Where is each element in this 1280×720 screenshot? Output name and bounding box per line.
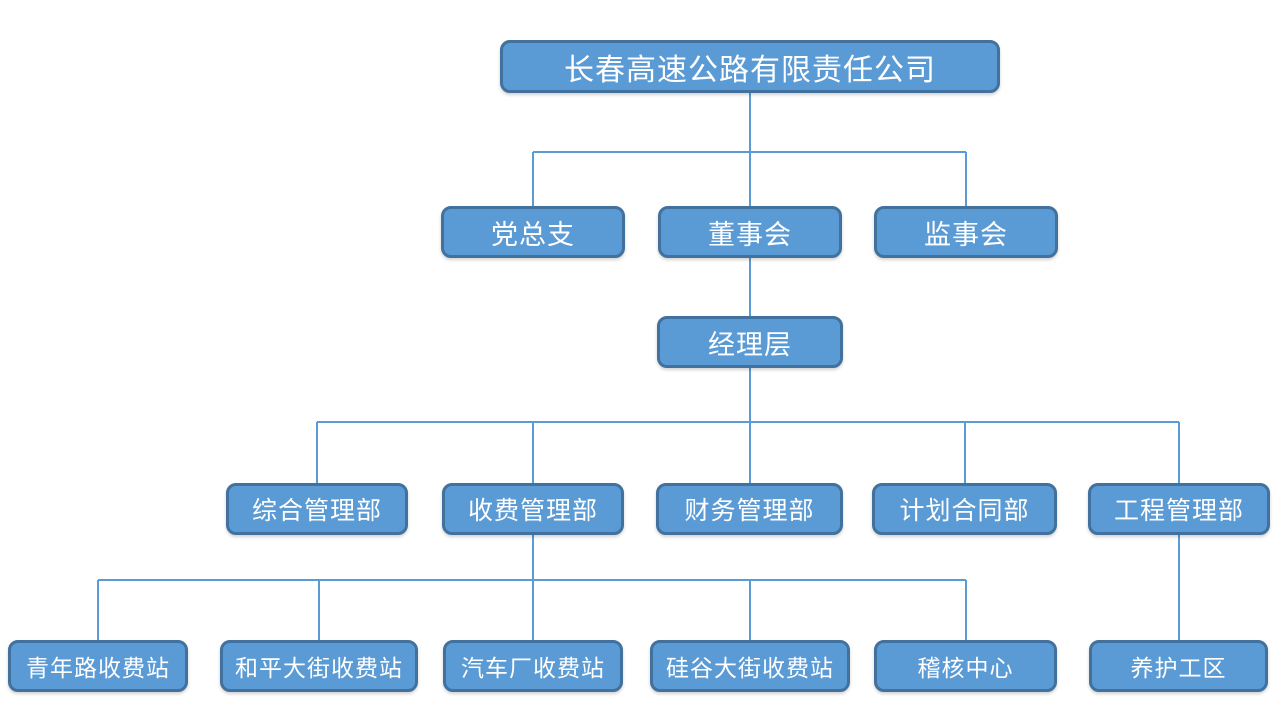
org-node-planning-contract-dept: 计划合同部 (872, 483, 1057, 535)
org-node-qingnianlu-toll-station: 青年路收费站 (8, 640, 188, 692)
org-node-maintenance-work-area: 养护工区 (1089, 640, 1268, 692)
org-node-supervisory-board: 监事会 (874, 206, 1058, 258)
org-node-general-management-dept: 综合管理部 (226, 483, 408, 535)
org-node-engineering-management-dept: 工程管理部 (1088, 483, 1270, 535)
connector-root-to-level2 (532, 93, 967, 206)
org-node-toll-management-dept: 收费管理部 (442, 483, 624, 535)
connector-toll-to-stations (97, 535, 967, 640)
org-node-board-of-directors: 董事会 (658, 206, 842, 258)
org-node-qichechang-toll-station: 汽车厂收费站 (443, 640, 623, 692)
org-node-company: 长春高速公路有限责任公司 (500, 40, 1000, 93)
org-node-finance-management-dept: 财务管理部 (656, 483, 843, 535)
org-node-hepingdajie-toll-station: 和平大街收费站 (220, 640, 418, 692)
org-node-audit-center: 稽核中心 (874, 640, 1057, 692)
org-node-management-level: 经理层 (657, 316, 843, 368)
connector-management-to-departments (316, 368, 1180, 483)
org-node-guigudajie-toll-station: 硅谷大街收费站 (650, 640, 850, 692)
org-node-party-branch: 党总支 (441, 206, 625, 258)
